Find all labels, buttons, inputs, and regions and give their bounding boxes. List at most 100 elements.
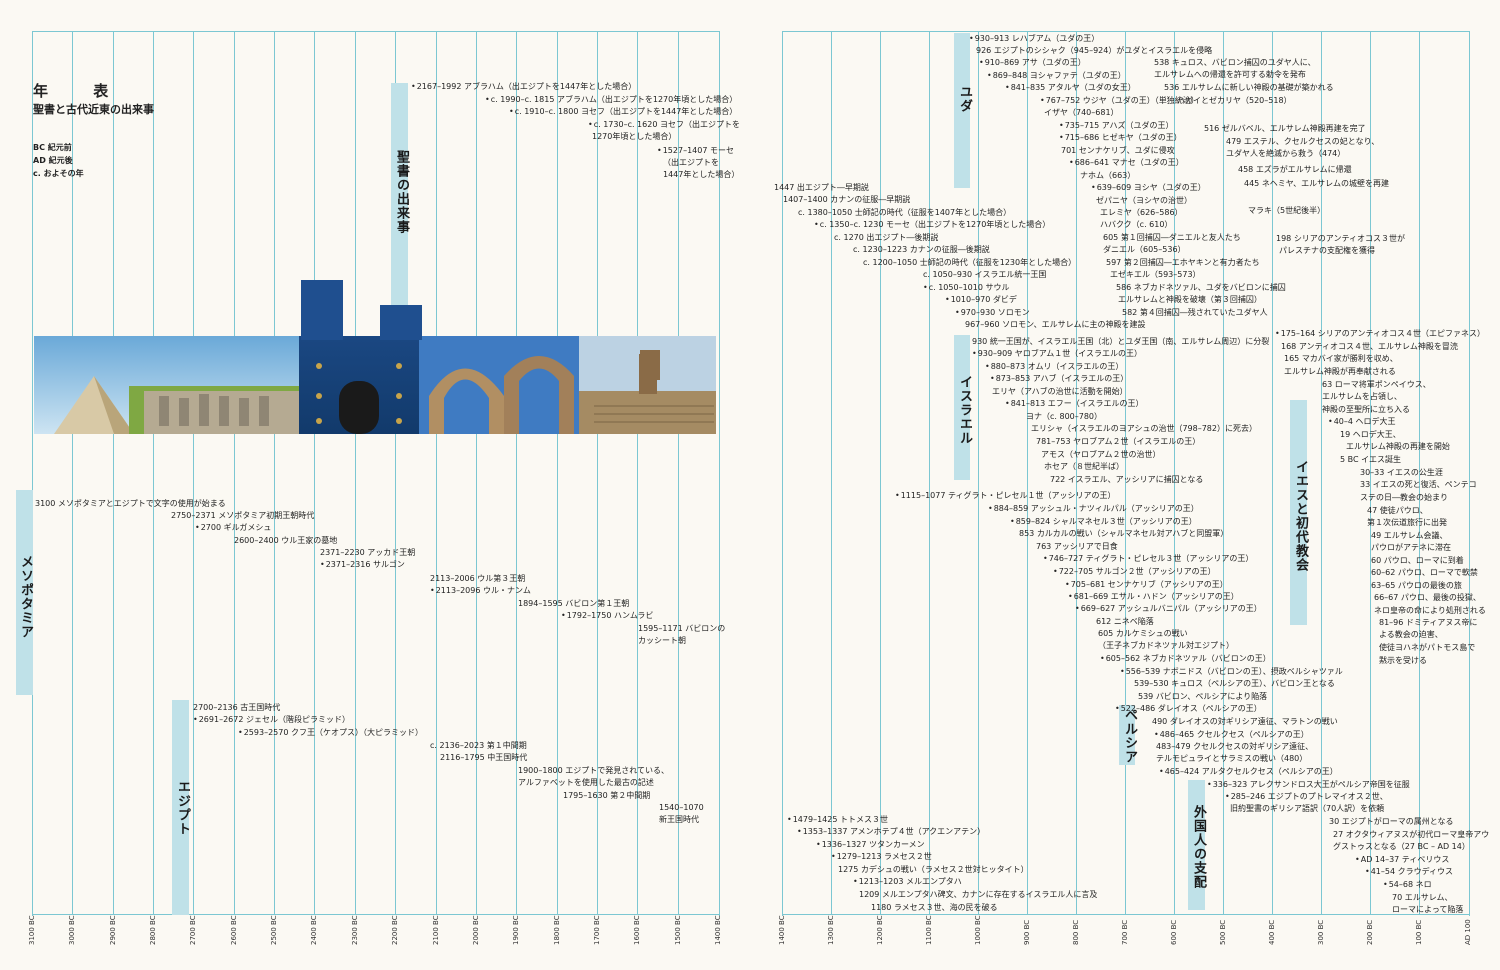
timeline-entry: 66–67 パウロ、最後の投獄、: [1374, 593, 1481, 602]
timeline-entry: 第１次伝道旅行に出発: [1367, 518, 1447, 527]
timeline-entry: 841–813 エフー（イスラエルの王）: [1005, 398, 1144, 409]
timeline-entry: エルサレムへの帰還を許可する勅令を発布: [1154, 70, 1306, 79]
timeline-entry: （王子ネブカドネツァル対エジプト）: [1098, 641, 1234, 650]
timeline-entry: エルサレム神殿が再奉献される: [1284, 367, 1396, 376]
band-label-egypt: エジプト: [175, 780, 190, 836]
axis-right: [782, 914, 1470, 915]
grid-line: [475, 31, 477, 915]
timeline-entry: 926 エジプトのシシャク（945–924）がユダとイスラエルを侵略: [976, 46, 1213, 55]
timeline-entry: 1180 ラメセス３世、海の民を破る: [871, 903, 998, 912]
timeline-entry: 1540–1070: [659, 803, 704, 812]
timeline-entry: 1353–1337 アメンホテプ４世（アクエンアテン）: [797, 826, 985, 837]
tower-ruin: [640, 350, 660, 380]
timeline-entry: 70 エルサレム、: [1392, 893, 1453, 902]
timeline-entry: 763 アッシリアで日食: [1036, 542, 1118, 551]
timeline-entry: 285–246 エジプトのプトレマイオス２世、: [1225, 791, 1388, 802]
page-subtitle: 聖書と古代近東の出来事: [33, 103, 154, 116]
timeline-entry: 486–465 クセルクセス（ペルシアの王）: [1154, 729, 1309, 740]
timeline-entry: 681–669 エサル・ハドン（アッシリアの王）: [1068, 591, 1239, 602]
timeline-entry: パレスチナの支配権を獲得: [1279, 246, 1375, 255]
band-label-mesopotamia: メソポタミア: [18, 555, 33, 639]
timeline-entry: 1213–1203 メルエンプタハ: [853, 876, 962, 887]
axis-tick-label: 2300 BC: [350, 915, 359, 945]
timeline-entry: 597 第２回捕囚―エホヤキンと有力者たち: [1106, 258, 1260, 267]
axis-tick-label: 1300 BC: [827, 915, 835, 945]
timeline-entry: ハガイとゼカリヤ（520–518）: [1177, 96, 1292, 105]
grid-line: [1272, 31, 1273, 915]
grid-line: [1174, 31, 1175, 915]
band-foreign: [1188, 780, 1205, 910]
timeline-entry: 1447 出エジプト―早期説: [774, 183, 869, 192]
timeline-entry: 586 ネブカドネツァル、ユダをバビロンに捕囚: [1116, 283, 1286, 292]
timeline-entry: 1792–1750 ハンムラビ: [561, 610, 654, 621]
timeline-entry: 781–753 ヤロブアム２世（イスラエルの王）: [1036, 437, 1201, 446]
grid-line: [637, 31, 639, 915]
timeline-entry: 1407–1400 カナンの征服―早期説: [783, 195, 911, 204]
axis-tick-label: 3000 BC: [68, 915, 77, 945]
timeline-entry: 60 パウロ、ローマに到着: [1371, 556, 1464, 565]
timeline-entry: 539 バビロン、ペルシアにより陥落: [1138, 692, 1268, 701]
timeline-entry: エルサレムと神殿を破壊（第３回捕囚）: [1118, 295, 1262, 304]
band-jesus: [1290, 400, 1307, 625]
legend-bc: BC 紀元前: [33, 143, 72, 152]
timeline-entry: 2700 ギルガメシュ: [195, 522, 272, 533]
grid-line: [233, 31, 235, 915]
grid-line: [1321, 31, 1322, 915]
grid-line: [1125, 31, 1126, 915]
timeline-entry: 19 ヘロデ大王、: [1340, 430, 1401, 439]
timeline-entry: 841–835 アタルヤ（ユダの女王）: [1005, 82, 1136, 93]
axis-tick-label: 2500 BC: [270, 915, 279, 945]
timeline-entry: 30 エジプトがローマの属州となる: [1329, 817, 1454, 826]
timeline-entry: 869–848 ヨシャファテ（ユダの王）: [987, 70, 1126, 81]
timeline-entry: 1270年頃とした場合）: [592, 132, 677, 141]
timeline-entry: 1010–970 ダビデ: [945, 294, 1017, 305]
timeline-entry: テルモピュライとサラミスの戦い（480）: [1156, 754, 1308, 763]
band-label-judah: ユダ: [957, 85, 972, 113]
timeline-entry: 483–479 クセルクセスの対ギリシア遠征、: [1156, 742, 1314, 751]
timeline-entry: 701 センナケリブ、ユダに侵攻: [1061, 146, 1175, 155]
timeline-entry: 1209 メルエンプタハ碑文、カナンに存在するイスラエル人に言及: [859, 890, 1098, 899]
axis-tick-label: 700 BC: [1121, 919, 1129, 945]
timeline-entry: c. 1350–c. 1230 モーセ（出エジプトを1270年頃とした場合）: [814, 219, 1051, 230]
timeline-entry: 1527–1407 モーセ: [657, 145, 734, 156]
timeline-entry: イザヤ（740–681）: [1044, 108, 1119, 117]
timeline-entry: ナホム（663）: [1080, 171, 1136, 180]
timeline-entry: マラキ（5世紀後半）: [1248, 206, 1326, 215]
timeline-entry: 612 ニネベ陥落: [1096, 617, 1154, 626]
axis-tick-label: 2400 BC: [310, 915, 319, 945]
timeline-entry: 1447年とした場合）: [663, 170, 740, 179]
grid-line: [435, 31, 437, 915]
timeline-entry: エリヤ（アハブの治世に活動を開始）: [992, 387, 1128, 396]
timeline-entry: ローマによって陥落: [1392, 905, 1464, 914]
grid-line: [1223, 31, 1224, 915]
timeline-entry: 967–960 ソロモン、エルサレムに主の神殿を建設: [965, 320, 1146, 329]
timeline-entry: 522–486 ダレイオス（ペルシアの王）: [1115, 703, 1262, 714]
timeline-entry: 49 エルサレム会議、: [1371, 531, 1448, 540]
timeline-entry: 605–562 ネブカドネツァル（バビロンの王）: [1100, 653, 1271, 664]
photo-strip: [34, 336, 716, 434]
timeline-entry: 1279–1213 ラメセス２世: [831, 851, 932, 862]
timeline-entry: c. 1050–1010 サウル: [923, 282, 1010, 293]
timeline-entry: c. 1230–1223 カナンの征服―後期説: [853, 245, 990, 254]
timeline-entry: よる教会の迫害、: [1379, 630, 1443, 639]
timeline-entry: ホセア（８世紀半ば）: [1044, 462, 1124, 471]
timeline-entry: 175–164 シリアのアンティオコス４世（エピファネス）: [1275, 328, 1485, 339]
grid-line: [596, 31, 598, 915]
timeline-entry: ネロ皇帝の命により処刑される: [1374, 606, 1486, 615]
timeline-entry: エリシャ（イスラエルのヨアシュの治世（798–782）に死去）: [1031, 424, 1257, 433]
timeline-entry: 2113–2096 ウル・ナンム: [430, 585, 531, 596]
timeline-entry: 2750–2371 メソポタミア初期王朝時代: [171, 511, 315, 520]
axis-tick-label: 2200 BC: [391, 915, 400, 945]
timeline-entry: 705–681 センナケリブ（アッシリアの王）: [1065, 579, 1228, 590]
timeline-entry: エレミヤ（626–586）: [1100, 208, 1183, 217]
page-title: 年 表: [33, 82, 129, 100]
timeline-entry: 2371–2230 アッカド王朝: [320, 548, 416, 557]
axis-tick-label: 100 BC: [1415, 919, 1423, 945]
timeline-entry: （出エジプトを: [663, 158, 719, 167]
timeline-entry: 715–686 ヒゼキヤ（ユダの王）: [1059, 132, 1182, 143]
timeline-entry: 2691–2672 ジェセル（階段ピラミッド）: [193, 714, 350, 725]
timeline-entry: 2116–1795 中王国時代: [440, 753, 528, 762]
timeline-entry: 930 統一王国が、イスラエル王国（北）とユダ王国（南、エルサレム周辺）に分裂: [972, 337, 1270, 346]
timeline-entry: 853 カルカルの戦い（シャルマネセル対アハブと同盟軍）: [1019, 529, 1229, 538]
